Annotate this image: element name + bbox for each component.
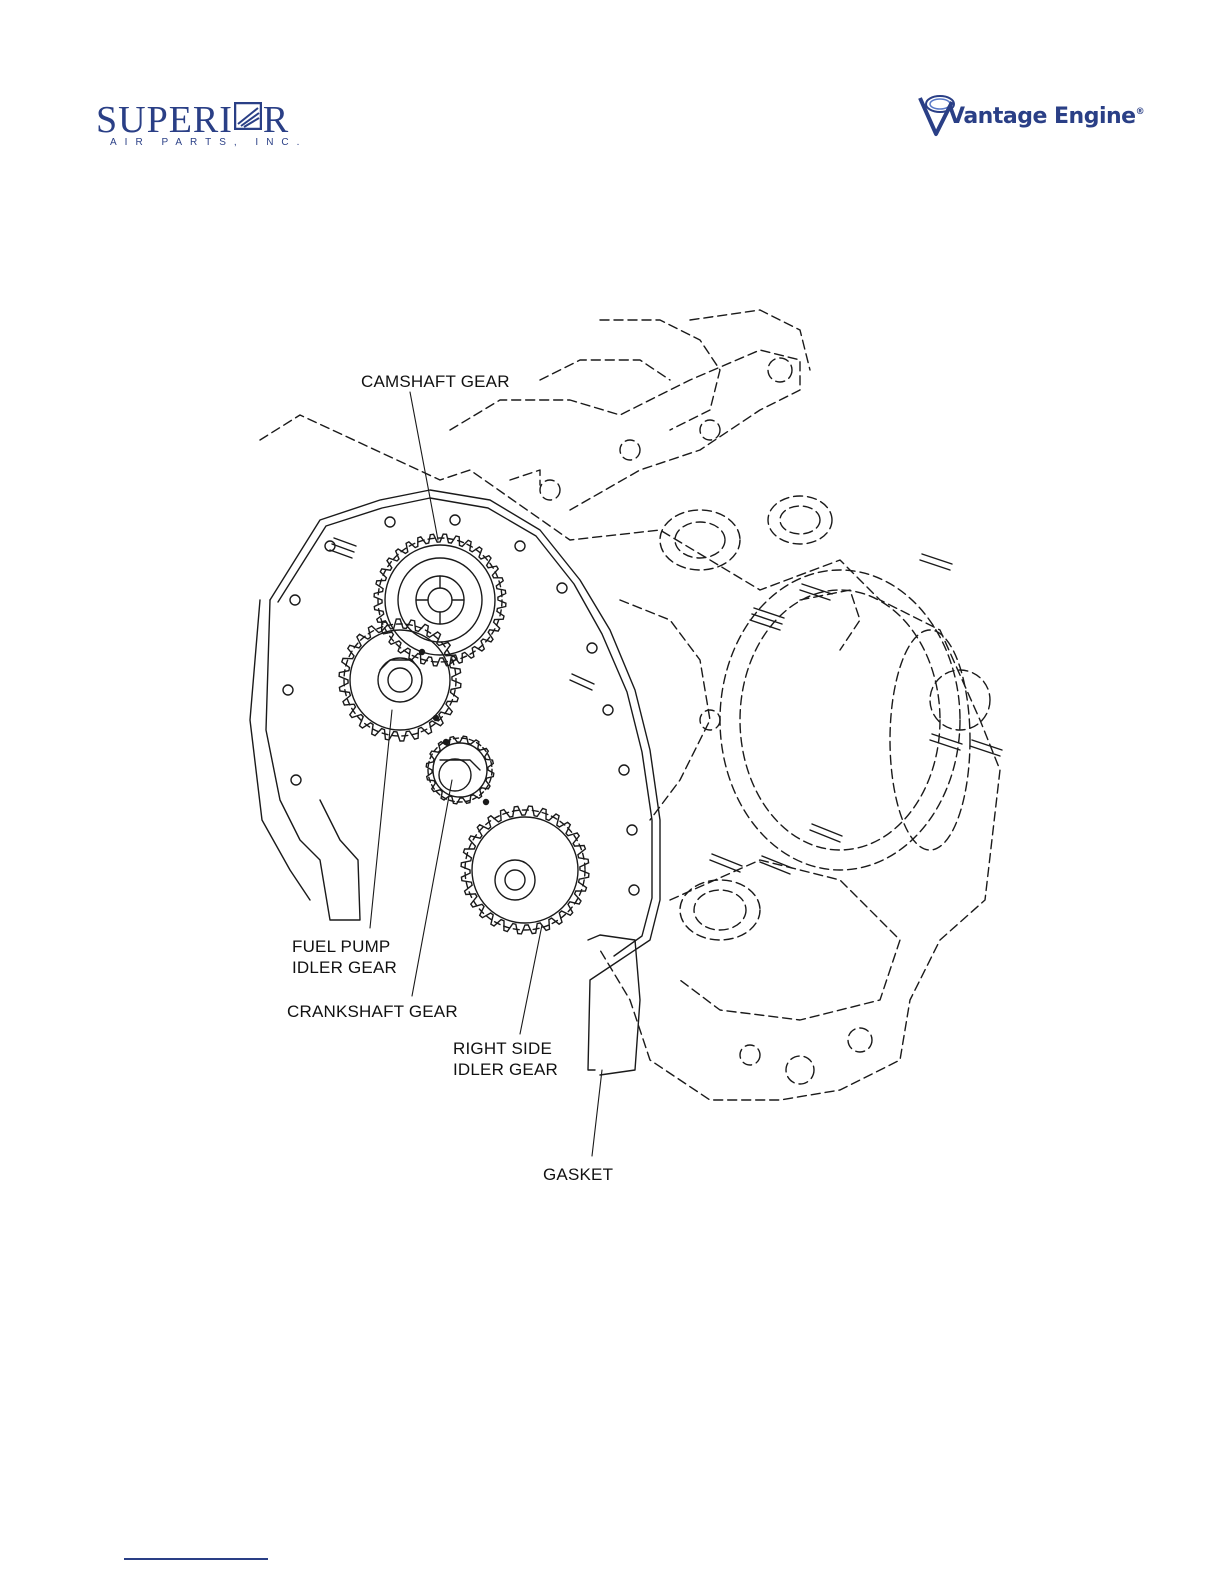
camshaft-gear-label: CAMSHAFT GEAR [361, 371, 510, 392]
crankshaft-gear-teeth [426, 736, 494, 804]
registered-mark: ® [1136, 107, 1145, 117]
gasket-label: GASKET [543, 1164, 613, 1185]
vantage-wordmark: Vantage Engine® [948, 104, 1144, 129]
vantage-wordmark-text: Vantage Engine [948, 104, 1136, 129]
superior-wordmark-part: R [263, 99, 289, 141]
superior-emblem-icon [234, 102, 262, 130]
fuel-pump-idler-gear-drawing [344, 624, 456, 736]
right-side-idler-gear-drawing [465, 810, 585, 930]
superior-wordmark-text: SUPERI R [96, 99, 289, 141]
footer-rule [124, 1558, 268, 1560]
right-side-idler-gear-label: RIGHT SIDE IDLER GEAR [453, 1038, 558, 1080]
crankshaft-gear-label: CRANKSHAFT GEAR [287, 1001, 458, 1022]
right-side-idler-gear-teeth [461, 806, 589, 934]
superior-wordmark: SUPERI R [96, 100, 289, 140]
superior-air-parts-logo: SUPERI R AIR PARTS, INC. [96, 100, 322, 152]
vantage-engine-logo: Vantage Engine® [918, 92, 1128, 140]
engine-gear-train-illustration [240, 300, 1020, 1200]
engine-drawing [240, 300, 1020, 1200]
superior-wordmark-part: SUPERI [96, 99, 233, 141]
camshaft-gear-teeth [374, 534, 506, 666]
camshaft-gear-drawing [378, 538, 502, 662]
crankshaft-gear-drawing [428, 738, 492, 802]
superior-subline: AIR PARTS, INC. [110, 137, 307, 148]
gasket-outline [270, 490, 660, 1070]
fuel-pump-idler-gear-label: FUEL PUMP IDLER GEAR [292, 936, 397, 978]
